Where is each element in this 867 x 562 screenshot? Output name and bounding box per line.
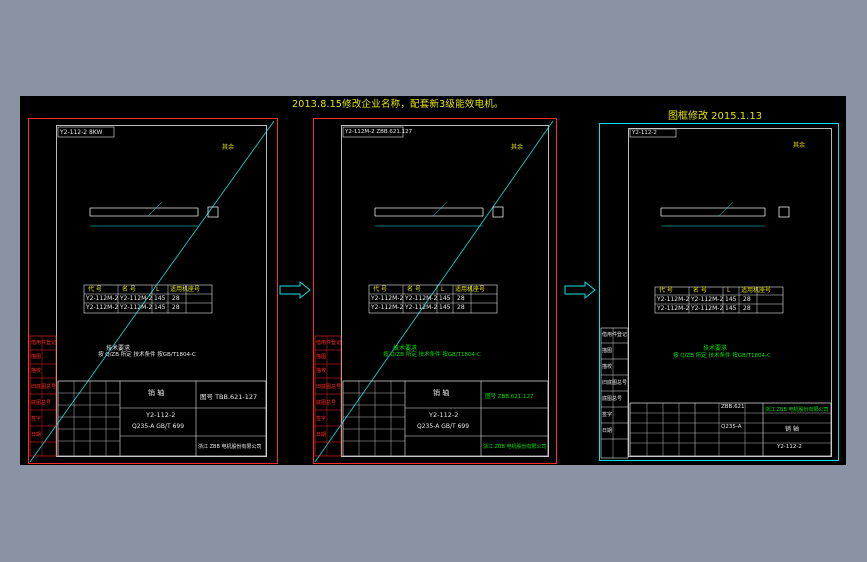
sheet-2-left-label: 旧底图总号 xyxy=(316,384,342,390)
right-arrow-icon xyxy=(564,280,596,300)
sheet-2-drawing-no: 图号 ZBB.621.127 xyxy=(485,394,534,400)
sheet-3-frame xyxy=(599,123,839,461)
sheet-1-table-cell: Y2-112M-2 xyxy=(86,295,119,302)
sheet-2-table-cell: Y2-112M-2 xyxy=(405,295,438,302)
sheet-1-table-header-0: 代 号 xyxy=(88,286,102,293)
sheet-2-roughness: 其余 xyxy=(511,144,524,151)
sheet-3-table-cell: 145 xyxy=(725,305,737,312)
sheet-2-left-label: 底图总号 xyxy=(316,400,337,406)
sheet-3-table-cell: Y2-112M-2 xyxy=(691,305,724,312)
sheet-2-table-cell: Y2-112M-2 xyxy=(371,304,404,311)
sheet-3-left-label: 描校 xyxy=(602,364,613,370)
sheet-3-table-header-3: 适用机座号 xyxy=(741,287,772,294)
sheet-1-drawing-no: 图号 TBB.621-127 xyxy=(200,393,258,401)
sheet-2-frame xyxy=(313,118,557,464)
sheet-2-left-label: 描校 xyxy=(316,368,327,374)
sheet-1-tech-note: 按 Q/ZB 所定 技术条件 按GB/T1804-C xyxy=(98,352,196,358)
sheet-3-left-label: 借用件登记 xyxy=(602,332,628,338)
sheet-2-table-cell: 145 xyxy=(439,304,451,311)
sheet-2-materials: Q235-A GB/T 699 xyxy=(417,423,470,430)
sheet-3-company: 浙江 ZBB 电机股份有限公司 xyxy=(765,407,829,413)
sheet-3-table-header-1: 名 号 xyxy=(693,287,707,294)
sheet-3-table-header-0: 代 号 xyxy=(659,287,673,294)
sheet-1-left-label: 日期 xyxy=(31,432,42,438)
sheet-2-tech-note: 按 Q/ZB 所定 技术条件 按GB/T1804-C xyxy=(383,352,481,358)
sheet-3-left-label: 旧底图总号 xyxy=(602,380,628,386)
sheet-2-left-label: 借用件登记 xyxy=(316,340,342,346)
sheet-1-left-label: 旧底图总号 xyxy=(31,384,57,390)
right-arrow-icon xyxy=(279,280,311,300)
sheet-2-left-label: 描图 xyxy=(316,354,327,360)
sheet-1-table-cell: Y2-112M-2 xyxy=(120,304,153,311)
sheet-2-table-cell: 145 xyxy=(439,295,451,302)
sheet-2-table-cell: Y2-112M-2 xyxy=(405,304,438,311)
sheet-3-top-tag: Y2-112-2 xyxy=(632,130,657,136)
sheet-2-table-header-3: 适用机座号 xyxy=(455,286,486,293)
sheet-2-part-name: 销 轴 xyxy=(433,389,450,397)
sheet-2-company: 浙江 ZBB 电机股份有限公司 xyxy=(483,444,547,450)
sheet-1-left-label: 借用件登记 xyxy=(31,340,57,346)
sheet-2-top-tag: Y2-112M-2 ZBB.621.127 xyxy=(345,129,413,135)
sheet-2-tech-note-title: 技术要求 xyxy=(393,345,418,352)
sheet-3-table-cell: 28 xyxy=(743,305,751,312)
sheet-3-left-label: 签字 xyxy=(602,412,613,418)
header-note: 2013.8.15修改企业名称，配套新3级能效电机。 xyxy=(292,99,504,110)
sheet-1-table-header-1: 名 号 xyxy=(122,286,136,293)
sheet-1-top-tag: Y2-112-2 8KW xyxy=(60,129,103,136)
sheet-1-company: 浙江 ZBB 电机股份有限公司 xyxy=(198,444,262,450)
sheet-3-part-name: 销 轴 xyxy=(785,426,799,433)
sheet-1-frame xyxy=(28,118,278,464)
sheet-1-part-code: Y2-112-2 xyxy=(146,411,176,419)
sheet-1-roughness: 其余 xyxy=(222,144,235,151)
drawing-sheet-2[interactable]: Y2-112M-2 ZBB.621.127 其余 代 号 名 号 L 适用机座号… xyxy=(313,118,557,464)
sheet-3-part-code: Y2-112-2 xyxy=(777,444,802,450)
sheet-2-table-cell: 28 xyxy=(457,304,465,311)
sheet-1-table-header-2: L xyxy=(156,286,160,293)
sheet-1-part-name: 销 轴 xyxy=(148,389,165,397)
sheet-3-roughness: 其余 xyxy=(793,142,806,149)
sheet-3-materials: Q235-A xyxy=(721,424,742,430)
sheet-1-left-label: 描图 xyxy=(31,354,42,360)
sheet-1-table-header-3: 适用机座号 xyxy=(170,286,201,293)
sheet-3-table-cell: Y2-112M-2 xyxy=(691,296,724,303)
drawing-sheet-3[interactable]: Y2-112-2 其余 代 号 名 号 L 适用机座号 Y2-112M-2 Y2… xyxy=(599,123,839,461)
sheet-3-tech-note-title: 技术要求 xyxy=(703,345,728,352)
sheet-3-left-label: 底图总号 xyxy=(602,396,623,402)
cad-drawing-canvas[interactable] xyxy=(20,96,846,465)
sheet-3-left-label: 描图 xyxy=(602,348,613,354)
sheet-2-left-label: 签字 xyxy=(316,416,327,422)
sheet-3-table-cell: 28 xyxy=(743,296,751,303)
sheet-3-left-label: 日期 xyxy=(602,428,613,434)
sheet-1-tech-note-title: 技术要求 xyxy=(106,345,131,352)
sheet-3-tech-note: 按 Q/ZB 所定 技术条件 按GB/T1804-C xyxy=(673,353,771,359)
sheet-1-table-cell: Y2-112M-2 xyxy=(120,295,153,302)
sheet-1-table-cell: 145 xyxy=(154,295,166,302)
sheet-1-table-cell: 145 xyxy=(154,304,166,311)
sheet-2-part-code: Y2-112-2 xyxy=(429,411,459,419)
sheet-2-table-header-0: 代 号 xyxy=(373,286,387,293)
sheet-3-drawing-no: ZBB.621 xyxy=(721,404,745,410)
sheet-2-table-header-1: 名 号 xyxy=(407,286,421,293)
revision-note: 图框修改 2015.1.13 xyxy=(668,111,763,122)
sheet-2-table-cell: Y2-112M-2 xyxy=(371,295,404,302)
sheet-1-table-cell: 28 xyxy=(172,295,180,302)
sheet-2-table-cell: 28 xyxy=(457,295,465,302)
drawing-sheet-1[interactable]: Y2-112-2 8KW 其余 代 号 名 号 L 适用机座号 Y2-112M-… xyxy=(28,118,278,464)
sheet-1-table-cell: Y2-112M-2 xyxy=(86,304,119,311)
sheet-1-table-cell: 28 xyxy=(172,304,180,311)
sheet-1-left-label: 签字 xyxy=(31,416,42,422)
sheet-3-table-header-2: L xyxy=(727,287,731,294)
sheet-1-materials: Q235-A GB/T 699 xyxy=(132,423,185,430)
sheet-1-left-label: 底图总号 xyxy=(31,400,52,406)
sheet-3-table-cell: Y2-112M-2 xyxy=(657,296,690,303)
sheet-3-table-cell: 145 xyxy=(725,296,737,303)
sheet-2-left-label: 日期 xyxy=(316,432,327,438)
sheet-2-table-header-2: L xyxy=(441,286,445,293)
sheet-1-left-label: 描校 xyxy=(31,368,42,374)
sheet-3-table-cell: Y2-112M-2 xyxy=(657,305,690,312)
